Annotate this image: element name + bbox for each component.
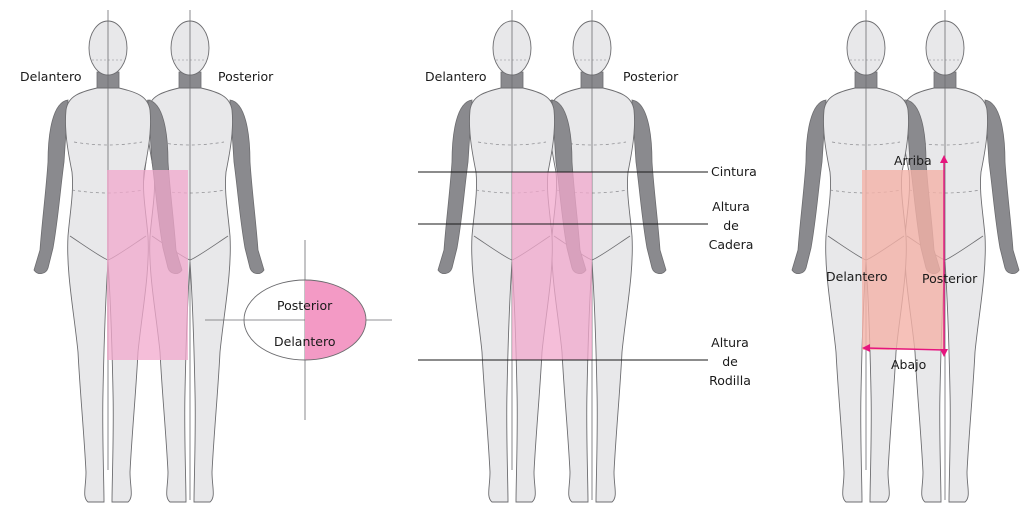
panel3-pattern-area: [862, 170, 944, 350]
cadera-label-line2: de: [723, 218, 739, 233]
panel2-pattern-area: [512, 172, 592, 360]
panel2-front-label: Delantero: [425, 69, 487, 84]
panel1-pattern-area: [107, 170, 188, 360]
oval-top-label: Posterior: [277, 298, 333, 313]
panel1-figures: [33, 10, 265, 503]
panel1-back-label: Posterior: [218, 69, 274, 84]
horizontal-arrow: [865, 347, 945, 351]
rodilla-label-line1: Altura: [711, 335, 749, 350]
cintura-label: Cintura: [711, 164, 757, 179]
panel1-front-label: Delantero: [20, 69, 82, 84]
panel3-back-label: Posterior: [922, 271, 978, 286]
panel2-back-label: Posterior: [623, 69, 679, 84]
cadera-label-line1: Altura: [712, 199, 750, 214]
rodilla-label-line3: Rodilla: [709, 373, 751, 388]
rodilla-label-line2: de: [722, 354, 738, 369]
abajo-label: Abajo: [891, 357, 927, 372]
panel2-figures: [418, 10, 708, 503]
cadera-label-line3: Cadera: [708, 237, 754, 252]
panel1-oval: [205, 240, 392, 420]
panel3-front-label: Delantero: [826, 269, 888, 284]
arriba-label: Arriba: [894, 153, 932, 168]
panel3-figures: [791, 10, 1020, 503]
oval-bottom-label: Delantero: [274, 334, 336, 349]
